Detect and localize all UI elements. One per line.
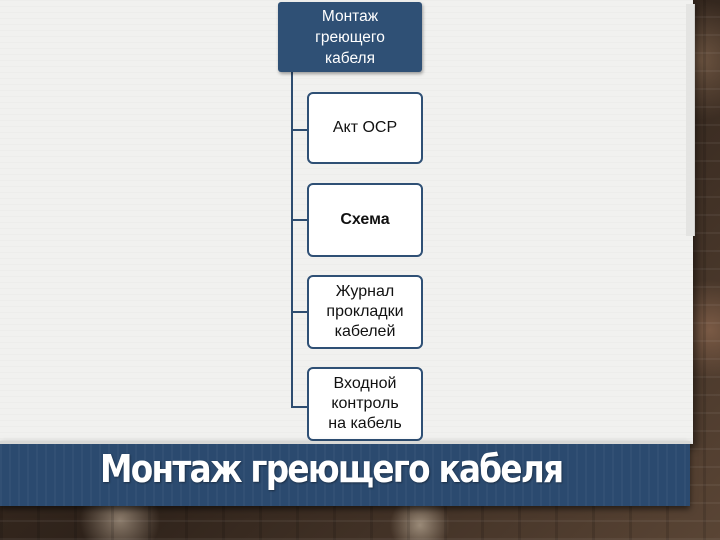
node-schema: Схема [307,183,423,257]
node-cable-journal: Журнал прокладки кабелей [307,275,423,349]
node-input-control: Входной контроль на кабель [307,367,423,441]
connector-vertical [291,72,293,408]
connector-journal [291,311,307,313]
title-banner: Монтаж греющего кабеля [0,441,690,506]
slide-title: Монтаж греющего кабеля [100,447,564,491]
root-node: Монтаж греющего кабеля [278,2,422,72]
connector-schema [291,219,307,221]
connector-akt-osr [291,129,307,131]
node-akt-osr: Акт ОСР [307,92,423,164]
slide-paper [0,0,693,444]
connector-input-control [291,406,307,408]
paper-edge [686,4,695,236]
